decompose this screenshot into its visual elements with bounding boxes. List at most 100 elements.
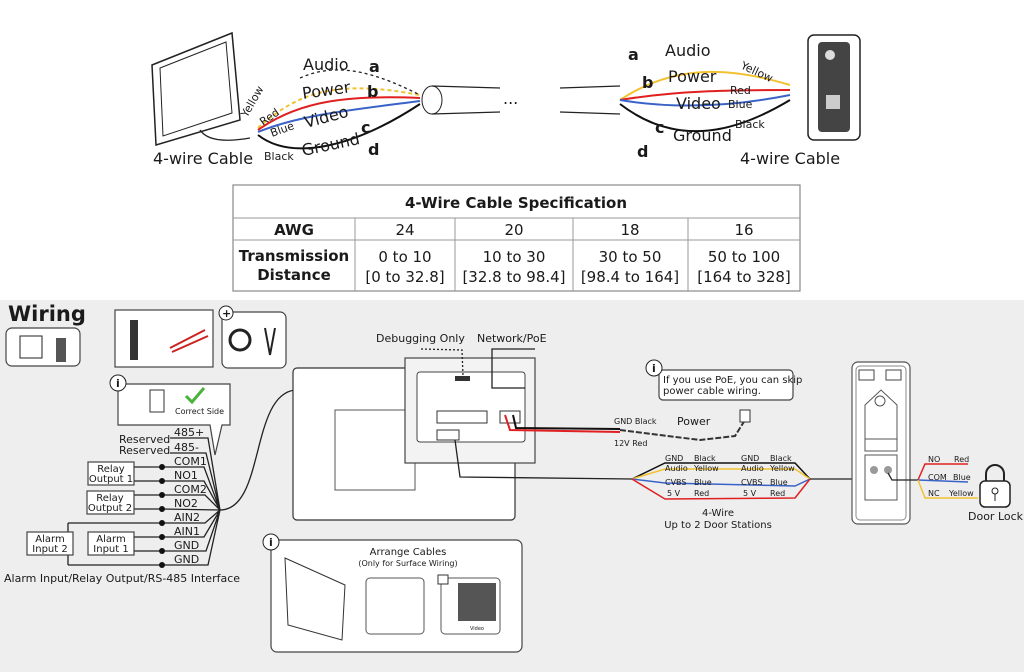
wire-label-blue-right: Blue <box>728 98 753 111</box>
debugging-label: Debugging Only <box>376 332 465 345</box>
terminal-ain1: AIN1 <box>174 525 200 538</box>
power-gnd-label: GND Black <box>614 417 657 426</box>
svg-text:Black: Black <box>770 454 792 463</box>
svg-text:Blue: Blue <box>694 478 712 487</box>
power-12v-label: 12V Red <box>614 439 647 448</box>
ellipsis: ... <box>503 89 518 108</box>
svg-text:5 V: 5 V <box>743 489 757 498</box>
svg-text:+: + <box>222 307 231 320</box>
terminal-com1: COM1 <box>174 455 207 468</box>
svg-text:GND: GND <box>665 454 683 463</box>
terminal-no1: NO1 <box>174 469 198 482</box>
row-header-awg: AWG <box>274 221 314 239</box>
relay-output-1-box <box>87 461 135 486</box>
row-header-distance-line: Distance <box>257 266 331 284</box>
system-icon-box <box>5 327 81 367</box>
cable-detail-illustration <box>365 577 425 635</box>
signal-audio-right: Audio <box>665 41 710 60</box>
arrange-cables-title: Arrange Cables <box>370 547 447 558</box>
cable-spec-table <box>232 184 801 292</box>
power-adapter-cable <box>619 419 746 442</box>
distance-ft-cell: [98.4 to 164] <box>581 268 679 286</box>
terminal-gnd: GND <box>174 553 199 566</box>
wire-label-yellow-right: Yellow <box>738 59 775 86</box>
arrange-cables-subtitle: (Only for Surface Wiring) <box>358 559 457 568</box>
alarm1-label: Input 1 <box>93 544 128 555</box>
letter-a: a <box>369 57 380 76</box>
distance-cell: 0 to 10 <box>378 248 431 266</box>
correct-side-callout <box>117 383 231 456</box>
wire-label-red-right: Red <box>730 84 751 97</box>
svg-text:Yellow: Yellow <box>769 464 795 473</box>
check-icon <box>184 387 206 405</box>
door-station-small-icon <box>56 338 66 362</box>
info-icon <box>109 374 127 392</box>
awg-cell: 18 <box>620 221 639 239</box>
info-icon <box>645 359 663 377</box>
letter-c-right: c <box>655 118 664 137</box>
package-contents-box <box>114 309 214 368</box>
door-lock-icon <box>979 464 1011 508</box>
poe-note-line: If you use PoE, you can skip <box>663 375 802 386</box>
row-header-distance-line: Transmission <box>239 247 349 265</box>
poe-note-line: power cable wiring. <box>663 386 761 397</box>
network-cable <box>491 348 535 389</box>
signal-audio: Audio <box>303 55 348 74</box>
svg-text:GND: GND <box>741 454 759 463</box>
svg-text:CVBS: CVBS <box>665 478 686 487</box>
distance-ft-cell: [32.8 to 98.4] <box>462 268 565 286</box>
svg-text:i: i <box>652 362 656 375</box>
wiring-title: Wiring <box>8 302 86 326</box>
table-title: 4-Wire Cable Specification <box>405 194 627 212</box>
qr-code <box>458 583 496 621</box>
connector-icon <box>149 389 165 413</box>
indoor-monitor-icon <box>151 31 251 146</box>
signal-power-right: Power <box>668 67 717 86</box>
relay-output-2-box <box>86 490 135 515</box>
power-red-wire <box>504 414 621 433</box>
four-wire-caption: Up to 2 Door Stations <box>664 520 772 531</box>
door-station-icon <box>807 34 861 141</box>
reserved-label: Reserved <box>119 433 170 446</box>
distance-ft-cell: [0 to 32.8] <box>365 268 444 286</box>
cable-label-right: 4-wire Cable <box>740 149 840 168</box>
svg-text:i: i <box>116 377 120 390</box>
awg-cell: 16 <box>734 221 753 239</box>
svg-text:NC: NC <box>928 489 940 498</box>
svg-text:Blue: Blue <box>770 478 788 487</box>
video-label: Video <box>470 626 484 632</box>
terminal-485n: 485- <box>174 441 199 454</box>
network-label: Network/PoE <box>477 332 547 345</box>
reserved-label: Reserved <box>119 444 170 457</box>
signal-video-right: Video <box>676 94 721 113</box>
svg-text:Yellow: Yellow <box>693 464 719 473</box>
monitor-mount-illustration <box>284 557 346 641</box>
debug-port <box>455 376 470 381</box>
terminal-no2: NO2 <box>174 497 198 510</box>
signal-ground-right: Ground <box>673 126 732 145</box>
svg-text:CVBS: CVBS <box>741 478 762 487</box>
poe-note <box>658 369 794 401</box>
svg-text:i: i <box>269 536 273 549</box>
wire-label-black-right: Black <box>735 118 765 131</box>
alarm-input-2-box <box>26 531 74 556</box>
four-wire-cable <box>454 439 633 480</box>
door-station-back <box>851 361 911 525</box>
four-wire-caption: 4-Wire <box>702 508 734 519</box>
svg-text:Red: Red <box>954 455 969 464</box>
cable-reel-icon <box>228 328 252 352</box>
alarm2-label: Input 2 <box>32 544 67 555</box>
indoor-monitor-back <box>292 357 536 521</box>
tools-box <box>221 311 287 369</box>
letter-a-right: a <box>628 45 639 64</box>
distance-cell: 50 to 100 <box>708 248 780 266</box>
svg-text:NO: NO <box>928 455 940 464</box>
alarm-input-1-box <box>87 531 135 556</box>
interface-caption: Alarm Input/Relay Output/RS-485 Interfac… <box>4 572 240 585</box>
power-label: Power <box>677 415 711 428</box>
relay2-label: Output 2 <box>88 503 132 514</box>
pliers-icon <box>264 327 276 356</box>
